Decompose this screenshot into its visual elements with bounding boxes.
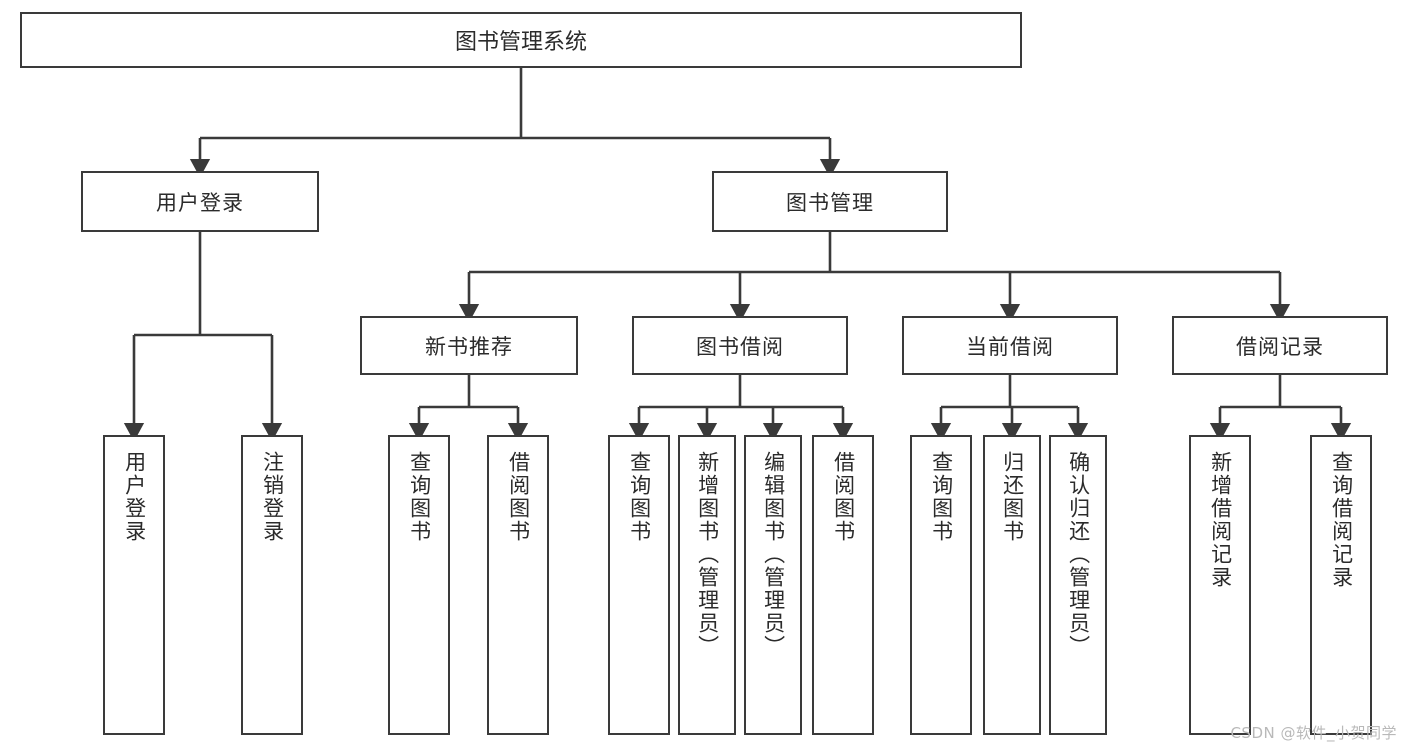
node-leaf-9-label: 归还图书 <box>1000 451 1025 543</box>
node-root-label: 图书管理系统 <box>454 30 587 55</box>
node-leaf-4-label: 查询图书 <box>627 451 652 543</box>
node-level2-1[interactable]: 图书管理 <box>712 171 948 232</box>
node-level3-2[interactable]: 当前借阅 <box>902 316 1118 375</box>
node-leaf-10-label: 确认归还（管理员） <box>1066 451 1091 658</box>
node-leaf-7[interactable]: 借阅图书 <box>812 435 874 735</box>
node-leaf-12-label: 查询借阅记录 <box>1329 451 1354 589</box>
node-leaf-6-label: 编辑图书（管理员） <box>761 451 786 658</box>
node-level3-3[interactable]: 借阅记录 <box>1172 316 1388 375</box>
node-leaf-10[interactable]: 确认归还（管理员） <box>1049 435 1107 735</box>
node-leaf-2-label: 查询图书 <box>407 451 432 543</box>
node-leaf-1[interactable]: 注销登录 <box>241 435 303 735</box>
node-leaf-0[interactable]: 用户登录 <box>103 435 165 735</box>
node-level3-0[interactable]: 新书推荐 <box>360 316 578 375</box>
node-leaf-3[interactable]: 借阅图书 <box>487 435 549 735</box>
node-leaf-11-label: 新增借阅记录 <box>1208 451 1233 589</box>
node-leaf-6[interactable]: 编辑图书（管理员） <box>744 435 802 735</box>
node-level2-0[interactable]: 用户登录 <box>81 171 319 232</box>
node-leaf-9[interactable]: 归还图书 <box>983 435 1041 735</box>
node-leaf-8[interactable]: 查询图书 <box>910 435 972 735</box>
node-leaf-2[interactable]: 查询图书 <box>388 435 450 735</box>
node-leaf-4[interactable]: 查询图书 <box>608 435 670 735</box>
node-level3-1-label: 图书借阅 <box>696 334 784 359</box>
node-leaf-5[interactable]: 新增图书（管理员） <box>678 435 736 735</box>
node-level3-0-label: 新书推荐 <box>425 334 513 359</box>
node-level2-0-label: 用户登录 <box>156 190 244 215</box>
node-leaf-12[interactable]: 查询借阅记录 <box>1310 435 1372 735</box>
node-root[interactable]: 图书管理系统 <box>20 12 1022 68</box>
node-leaf-3-label: 借阅图书 <box>506 451 531 543</box>
watermark: CSDN @软件_小贺同学 <box>1230 724 1397 742</box>
node-level2-1-label: 图书管理 <box>786 190 874 215</box>
node-level3-3-label: 借阅记录 <box>1236 334 1324 359</box>
node-level3-2-label: 当前借阅 <box>966 334 1054 359</box>
node-leaf-11[interactable]: 新增借阅记录 <box>1189 435 1251 735</box>
node-leaf-5-label: 新增图书（管理员） <box>695 451 720 658</box>
node-level3-1[interactable]: 图书借阅 <box>632 316 848 375</box>
node-leaf-7-label: 借阅图书 <box>831 451 856 543</box>
node-leaf-8-label: 查询图书 <box>929 451 954 543</box>
node-leaf-0-label: 用户登录 <box>122 451 147 543</box>
node-leaf-1-label: 注销登录 <box>260 451 285 543</box>
